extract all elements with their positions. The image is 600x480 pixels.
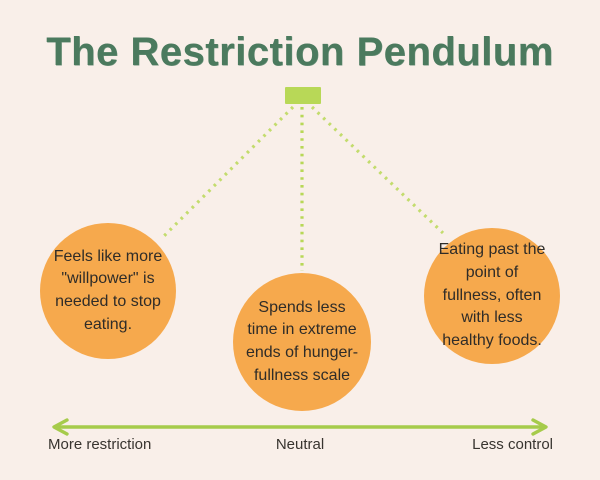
axis-arrowhead-left — [52, 418, 69, 436]
pendulum-string-left-line — [159, 105, 295, 241]
axis-arrow — [52, 418, 548, 436]
node-less-control-text: Eating past the point of fullness, often… — [438, 241, 546, 350]
node-more-restriction: Feels like more "willpower" is needed to… — [40, 223, 176, 359]
node-neutral-text: Spends less time in extreme ends of hung… — [245, 298, 359, 384]
node-neutral: Spends less time in extreme ends of hung… — [233, 273, 371, 411]
axis-label-more-restriction: More restriction — [48, 436, 152, 453]
axis-label-neutral: Neutral — [275, 436, 325, 453]
pendulum-string-right-line — [310, 105, 445, 235]
axis-label-less-control: Less control — [472, 436, 553, 453]
node-less-control: Eating past the point of fullness, often… — [424, 228, 560, 364]
page-title: The Restriction Pendulum — [46, 30, 554, 74]
node-more-restriction-text: Feels like more "willpower" is needed to… — [53, 247, 163, 333]
pendulum-pivot — [285, 87, 321, 104]
axis-arrowhead-right — [531, 418, 548, 436]
